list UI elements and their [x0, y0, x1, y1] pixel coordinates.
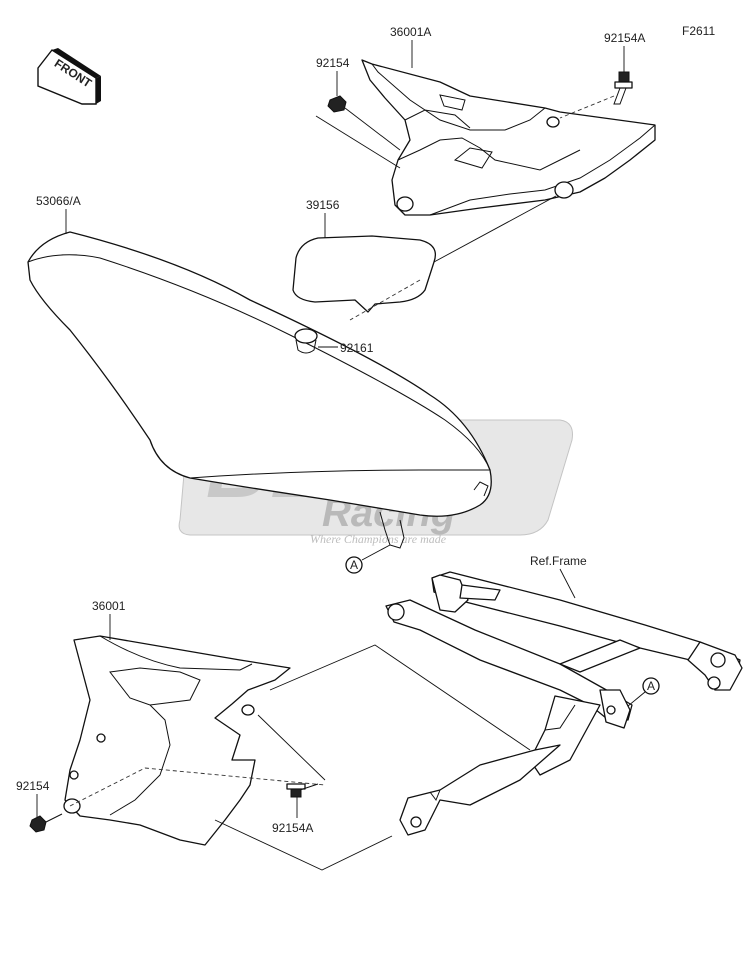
label-53066a: 53066/A: [36, 194, 81, 208]
ref-a-frame: A: [647, 679, 655, 693]
label-39156: 39156: [306, 198, 340, 212]
label-92154-top: 92154: [316, 56, 350, 70]
label-ref-frame: Ref.Frame: [530, 554, 587, 568]
label-36001a: 36001A: [390, 25, 431, 39]
side-cover-left: [63, 635, 291, 846]
watermark-tagline: Where Champions are made: [310, 532, 447, 546]
label-92161: 92161: [340, 341, 374, 355]
grommet-92161: [294, 328, 318, 354]
side-cover-right: [361, 59, 656, 216]
label-92154a-lower: 92154A: [272, 821, 313, 835]
seat-pad: [292, 235, 437, 313]
label-92154-left: 92154: [16, 779, 50, 793]
bolt-92154a-lower: [286, 783, 319, 798]
nut-92154-top: [327, 95, 347, 113]
ref-a-seat: A: [350, 558, 358, 572]
bolt-92154a-top: [613, 71, 633, 105]
figure-code: F2611: [682, 24, 715, 38]
rear-frame: [385, 571, 743, 836]
label-92154a-top: 92154A: [604, 31, 645, 45]
front-direction-badge: FRONT: [37, 48, 101, 105]
label-36001: 36001: [92, 599, 126, 613]
seat: [27, 231, 492, 549]
bolt-92154-left: [29, 813, 63, 833]
